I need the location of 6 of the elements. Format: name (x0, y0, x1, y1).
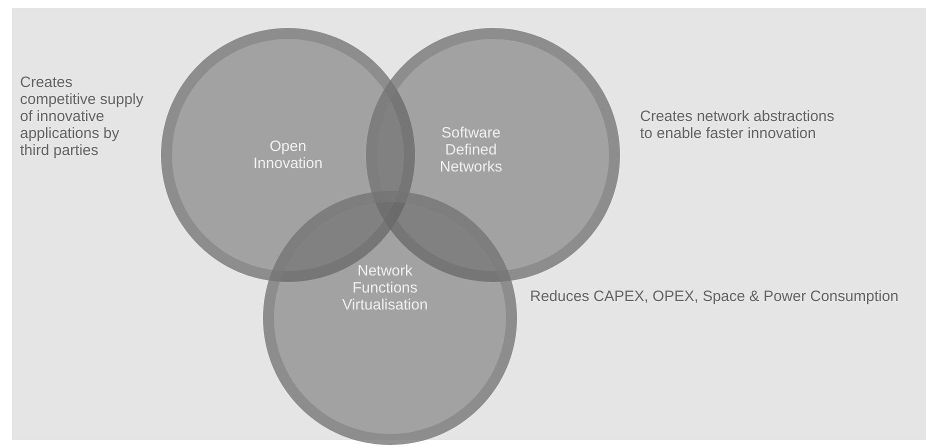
circle-label: Software Defined Networks (438, 124, 504, 176)
circle-label: Open Innovation (252, 138, 324, 172)
circle-label: Network Functions Virtualisation (341, 262, 429, 314)
description-text: Creates competitive supply of innovative applications by third parties (20, 74, 144, 159)
description-text: Creates network abstractions to enable faster innovation (640, 108, 836, 142)
description-text: Reduces CAPEX, OPEX, Space & Power Consumption (530, 288, 900, 305)
